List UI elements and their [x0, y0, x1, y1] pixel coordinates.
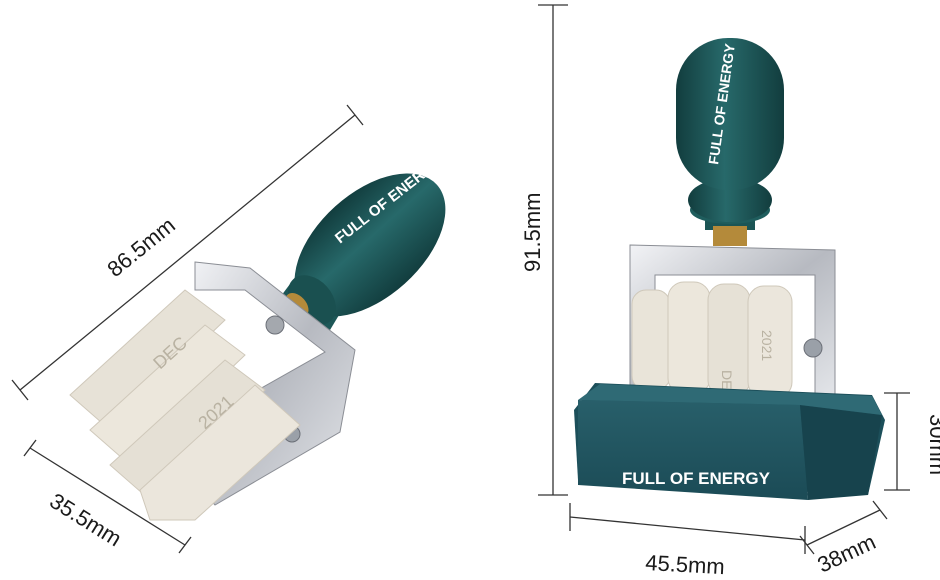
base-brand-text: FULL OF ENERGY	[622, 469, 771, 488]
left-width-label: 35.5mm	[45, 488, 126, 551]
right-stamp-bands: DEC 2021	[631, 281, 793, 400]
left-stamp: FULL OF ENERGY DEC 2021	[69, 153, 446, 521]
right-stamp: FULL OF ENERGY DEC 2021 FULL OF ENERGY	[574, 38, 885, 500]
right-frame-screw	[803, 338, 823, 358]
right-stamp-handle: FULL OF ENERGY	[676, 38, 784, 246]
right-depth-label: 38mm	[814, 529, 880, 577]
left-length-label: 86.5mm	[102, 212, 180, 281]
right-width-dimension: 45.5mm	[569, 503, 806, 579]
right-base-height-label: 30mm	[925, 414, 940, 475]
right-band-year: 2021	[759, 330, 775, 361]
right-stamp-base: FULL OF ENERGY	[574, 383, 885, 500]
right-height-dimension: 91.5mm	[520, 4, 568, 496]
right-width-label: 45.5mm	[645, 550, 726, 579]
left-stamp-bands: DEC 2021	[69, 289, 301, 521]
right-height-label: 91.5mm	[520, 193, 545, 272]
right-base-height-dimension: 30mm	[884, 392, 940, 491]
right-depth-dimension: 38mm	[799, 500, 888, 578]
